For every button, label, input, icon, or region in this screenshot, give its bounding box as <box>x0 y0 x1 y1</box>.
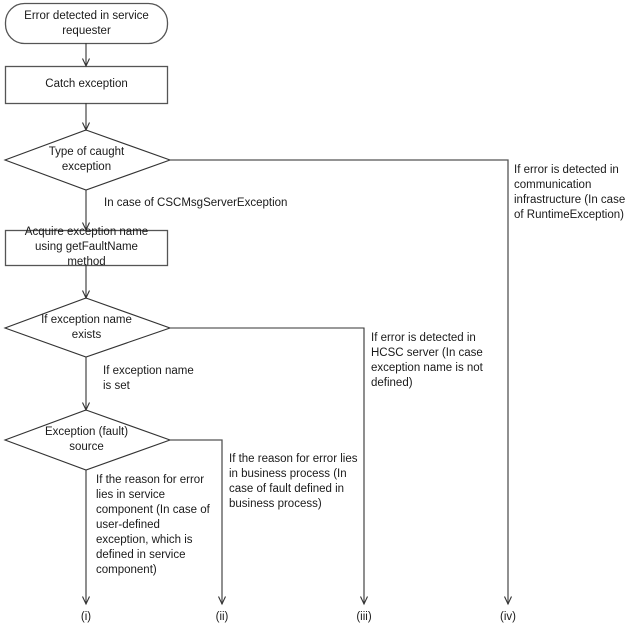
edge-branch-runtime <box>170 159 512 606</box>
edge-branch-hcsc <box>170 327 368 606</box>
outcome-label-i: (i) <box>80 611 92 623</box>
outcome-label-iii: (iii) <box>356 611 372 623</box>
outcome-label-iv: (iv) <box>500 611 516 623</box>
node-fault-source-shape <box>3 409 172 471</box>
edge-label-business-process: If the reason for error lies in business… <box>229 453 358 510</box>
node-name-exists-shape <box>3 297 172 358</box>
edge-label-name-is-set: If exception name is set <box>103 365 194 392</box>
edge-label-runtime: If error is detected in communication in… <box>514 164 626 221</box>
outcome-label-ii: (ii) <box>215 611 229 623</box>
node-start-shape <box>4 2 169 45</box>
edge-label-cscmsg: In case of CSCMsgServerException <box>104 197 288 209</box>
node-type-of-exception-shape <box>3 129 172 191</box>
edge-label-hcsc: If error is detected in HCSC server (In … <box>371 332 483 389</box>
edge-branch-business-process <box>170 439 226 606</box>
node-catch-shape <box>4 65 169 105</box>
node-acquire-name-shape <box>4 229 169 267</box>
edge-label-service-component: If the reason for error lies in service … <box>96 474 210 576</box>
